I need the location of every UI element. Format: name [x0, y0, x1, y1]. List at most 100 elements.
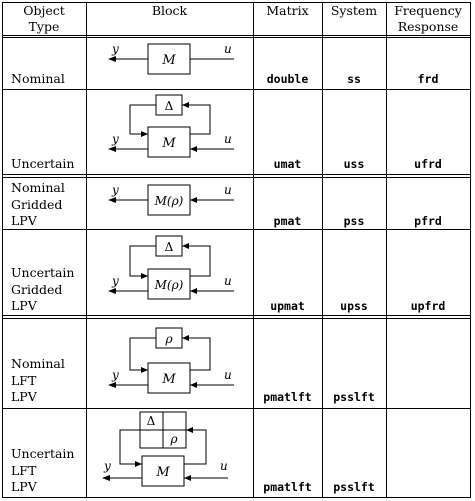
input-arrow-icon	[184, 475, 191, 481]
feedback-path	[119, 429, 142, 465]
row-divider	[2, 229, 471, 230]
input-arrow-icon	[190, 288, 197, 294]
col-border	[253, 2, 254, 497]
header-frequency-response: Frequency Response	[394, 3, 462, 34]
freq-cell: upfrd	[410, 299, 446, 313]
input-arrow-icon	[190, 382, 197, 388]
system-cell: psslft	[333, 480, 375, 494]
output-signal-label: y	[111, 183, 119, 197]
delta-label: Δ	[147, 414, 156, 428]
rho-label: ρ	[164, 332, 172, 346]
output-arrow-icon	[108, 382, 116, 388]
table-border-top	[2, 2, 471, 3]
system-cell: psslft	[333, 390, 375, 404]
arrow-icon	[186, 427, 193, 433]
matrix-cell: pmatlft	[263, 390, 312, 404]
block-diagram-nominal-gridded-lpv: M(ρ) y u	[108, 183, 234, 216]
row-label-nominal-gridded-lpv: Nominal Gridded LPV	[11, 180, 65, 228]
matrix-cell: umat	[273, 157, 302, 171]
output-signal-label: y	[111, 132, 119, 146]
output-signal-label: y	[111, 368, 119, 382]
matrix-cell: pmat	[273, 214, 302, 228]
output-arrow-icon	[102, 475, 110, 481]
output-arrow-icon	[108, 197, 116, 203]
col-border	[322, 2, 323, 497]
header-matrix: Matrix	[266, 3, 309, 18]
block-diagram-nominal-lft-lpv: ρ M y u	[108, 327, 234, 394]
arrow-icon	[141, 273, 148, 279]
section-divider-double	[2, 177, 471, 178]
col-border	[386, 2, 387, 497]
arrow-icon	[182, 243, 189, 249]
system-block	[147, 362, 191, 394]
col-border	[86, 2, 87, 497]
header-rule	[2, 35, 471, 36]
arrow-icon	[182, 102, 189, 108]
block-label: M	[161, 372, 176, 387]
system-cell: ss	[347, 72, 361, 86]
output-arrow-icon	[108, 146, 116, 152]
matrix-cell: pmatlft	[263, 480, 312, 494]
feedback-path	[184, 429, 207, 465]
system-block	[147, 268, 191, 300]
section-divider	[2, 315, 471, 316]
output-arrow-icon	[108, 56, 116, 62]
block-label: M	[161, 53, 176, 68]
system-cell: pss	[343, 214, 365, 228]
matrix-cell: double	[266, 72, 309, 86]
output-signal-label: y	[111, 42, 119, 56]
block-label: M(ρ)	[154, 194, 184, 208]
input-signal-label: u	[224, 132, 232, 146]
feedback-path	[129, 337, 156, 371]
input-signal-label: u	[224, 368, 232, 382]
system-block	[141, 455, 185, 487]
output-signal-label: y	[111, 274, 119, 288]
section-divider-double	[2, 318, 471, 319]
arrow-icon	[141, 131, 148, 137]
output-arrow-icon	[108, 288, 116, 294]
delta-label: Δ	[165, 240, 174, 254]
system-cell: upss	[340, 299, 368, 313]
matrix-cell: upmat	[270, 299, 305, 313]
freq-cell: frd	[417, 72, 439, 86]
system-block	[147, 126, 191, 158]
row-label-uncertain: Uncertain	[11, 156, 75, 171]
feedback-path	[182, 337, 211, 371]
row-label-uncertain-lft-lpv: Uncertain LFT LPV	[11, 446, 75, 494]
block-diagram-nominal: M y u	[108, 42, 234, 75]
col-border	[470, 2, 471, 497]
arrow-icon	[182, 335, 189, 341]
row-label-uncertain-gridded-lpv: Uncertain Gridded LPV	[11, 265, 75, 313]
block-diagram-uncertain-gridded-lpv: Δ M(ρ) y u	[108, 235, 234, 300]
block-diagram-uncertain: Δ M y u	[108, 94, 234, 158]
header-system: System	[330, 3, 378, 18]
input-signal-label: u	[224, 42, 232, 56]
input-signal-label: u	[220, 459, 228, 473]
feedback-path	[182, 104, 211, 135]
table-border-bottom	[2, 497, 471, 498]
freq-cell: pfrd	[414, 214, 442, 228]
col-border	[2, 2, 3, 497]
feedback-path	[129, 245, 156, 277]
section-divider	[2, 174, 471, 175]
row-divider	[2, 408, 471, 409]
input-signal-label: u	[224, 274, 232, 288]
block-label: M(ρ)	[154, 278, 184, 292]
block-label: M	[161, 136, 176, 151]
input-arrow-icon	[190, 146, 197, 152]
feedback-path	[182, 245, 211, 277]
header-object-type: Object Type	[23, 3, 65, 34]
row-divider	[2, 89, 471, 90]
delta-label: Δ	[165, 99, 174, 113]
feedback-path	[129, 104, 156, 135]
input-arrow-icon	[190, 197, 197, 203]
block-diagram-uncertain-lft-lpv: Δ ρ M y u	[102, 411, 228, 487]
input-signal-label: u	[224, 183, 232, 197]
header-block: Block	[151, 3, 188, 18]
block-label: M	[155, 465, 170, 480]
row-label-nominal-lft-lpv: Nominal LFT LPV	[11, 356, 65, 404]
rho-label: ρ	[169, 432, 177, 446]
arrow-icon	[141, 367, 148, 373]
system-cell: uss	[343, 157, 365, 171]
